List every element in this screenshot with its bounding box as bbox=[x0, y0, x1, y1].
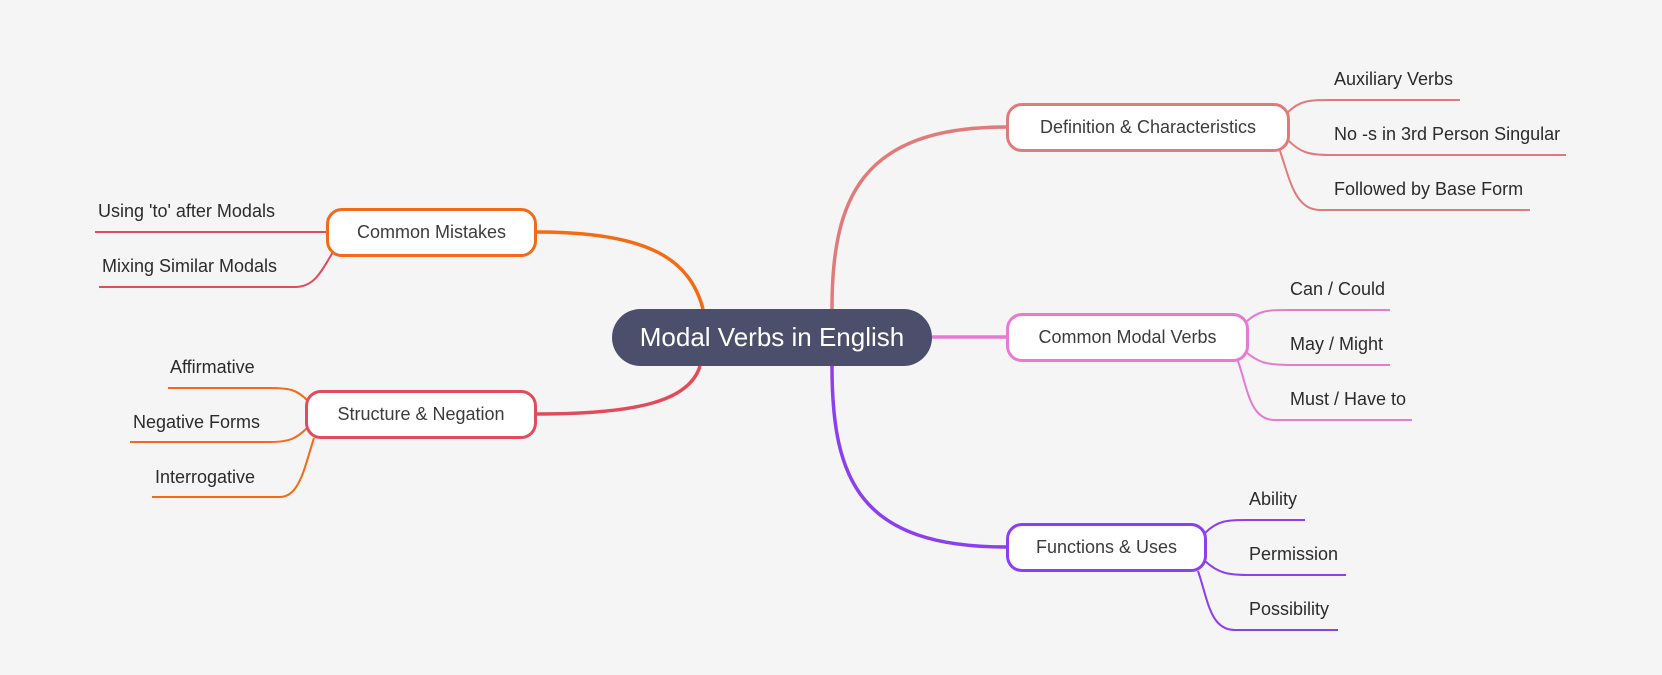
leaf-possibility[interactable]: Possibility bbox=[1249, 599, 1330, 619]
branch-label: Functions & Uses bbox=[1035, 537, 1178, 557]
branch-label: Definition & Characteristics bbox=[1039, 117, 1257, 137]
leaf-ability[interactable]: Ability bbox=[1249, 489, 1298, 509]
leaf-followed-by-base-form[interactable]: Followed by Base Form bbox=[1334, 179, 1524, 199]
connector-functions bbox=[830, 365, 1007, 549]
leaf-permission[interactable]: Permission bbox=[1249, 544, 1339, 564]
branch-functions-uses[interactable]: Functions & Uses bbox=[1006, 523, 1207, 572]
leaf-mixing-similar-modals[interactable]: Mixing Similar Modals bbox=[102, 256, 278, 276]
branch-structure-negation[interactable]: Structure & Negation bbox=[305, 390, 537, 439]
leaf-no-s-3rd-person[interactable]: No -s in 3rd Person Singular bbox=[1334, 124, 1561, 144]
leaf-affirmative[interactable]: Affirmative bbox=[170, 357, 255, 377]
leaf-auxiliary-verbs[interactable]: Auxiliary Verbs bbox=[1334, 69, 1454, 89]
leaf-must-have-to[interactable]: Must / Have to bbox=[1290, 389, 1407, 409]
leaf-negative-forms[interactable]: Negative Forms bbox=[133, 412, 261, 432]
leaf-may-might[interactable]: May / Might bbox=[1290, 334, 1384, 354]
branch-label: Common Modal Verbs bbox=[1038, 327, 1217, 347]
branch-label: Structure & Negation bbox=[337, 404, 505, 424]
leaf-interrogative[interactable]: Interrogative bbox=[155, 467, 256, 487]
leaf-using-to-after-modals[interactable]: Using 'to' after Modals bbox=[98, 201, 275, 221]
branch-common-mistakes[interactable]: Common Mistakes bbox=[326, 208, 537, 257]
branch-label: Common Mistakes bbox=[356, 222, 507, 242]
connector-common-mistakes bbox=[536, 230, 705, 310]
root-label: Modal Verbs in English bbox=[639, 322, 905, 352]
leaf-can-could[interactable]: Can / Could bbox=[1290, 279, 1386, 299]
branch-definition-characteristics[interactable]: Definition & Characteristics bbox=[1006, 103, 1290, 152]
connector-structure bbox=[536, 365, 702, 416]
root-node[interactable]: Modal Verbs in English bbox=[612, 309, 932, 366]
connector-definition bbox=[830, 125, 1007, 310]
branch-common-modal-verbs[interactable]: Common Modal Verbs bbox=[1006, 313, 1249, 362]
